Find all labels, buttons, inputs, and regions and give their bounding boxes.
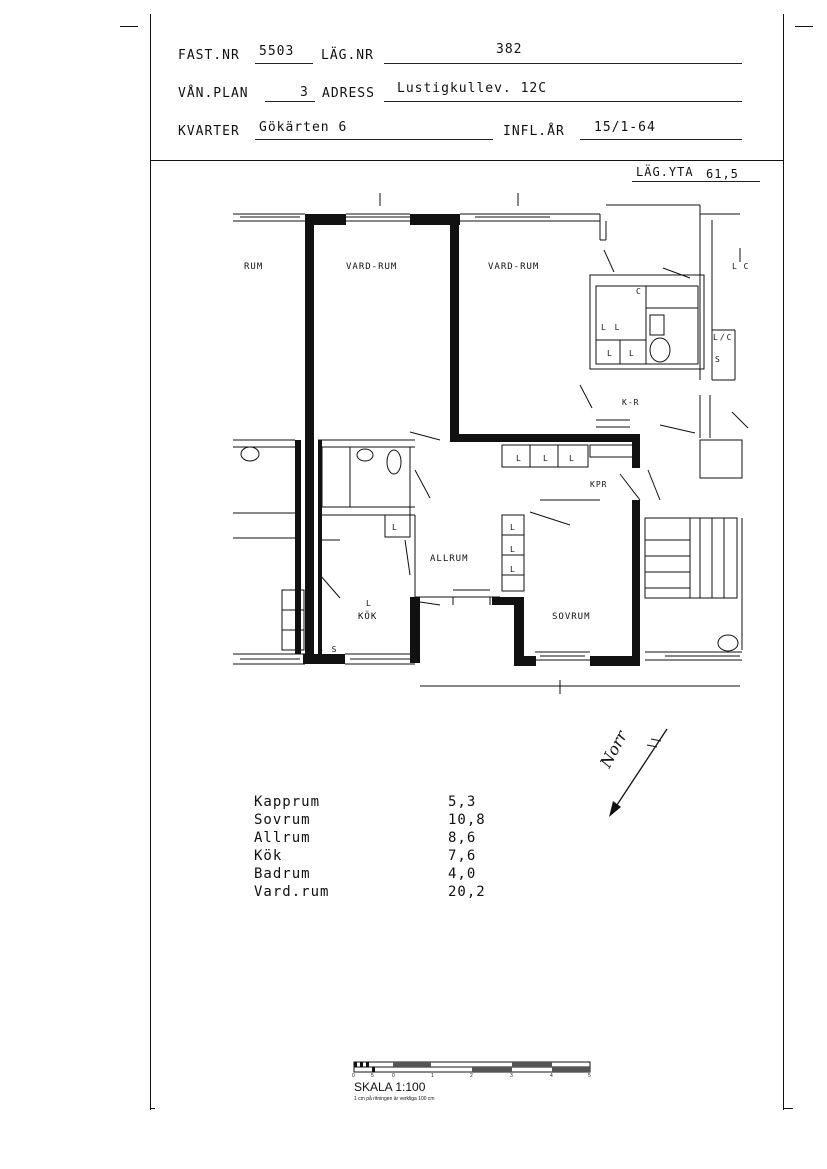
kvarter-underline — [255, 139, 493, 140]
scale-bar — [353, 1061, 591, 1073]
adress-value: Lustigkullev. 12C — [397, 81, 548, 96]
room-label-lc: L C — [732, 262, 750, 271]
kitchen-mark-2: L — [543, 454, 550, 463]
scale-tick-6: 4 — [550, 1073, 553, 1079]
infl-ar-underline — [580, 139, 742, 140]
kitchen-mark-1: L — [516, 454, 523, 463]
corner-mark-top-right — [795, 26, 813, 27]
scale-tick-0: 0 — [352, 1073, 355, 1079]
bath-mark-2: L — [629, 349, 636, 358]
kvarter-value: Gökärten 6 — [259, 120, 348, 135]
sovrum-closet-1: L — [510, 523, 517, 532]
room-label-vardrum-1: VARD-RUM — [346, 262, 398, 272]
infl-ar-value: 15/1-64 — [594, 120, 656, 135]
area-name-sovrum: Sovrum — [254, 812, 311, 828]
scale-tick-2: 0 — [392, 1073, 395, 1079]
area-value-vardrum: 20,2 — [448, 884, 486, 900]
scale-tick-3: 1 — [431, 1073, 434, 1079]
area-name-kapprum: Kapprum — [254, 794, 321, 810]
room-label-sovrum: SOVRUM — [552, 612, 591, 622]
scale-note: 1 cm på ritningen är verkliga 100 cm — [354, 1096, 435, 1102]
area-value-sovrum: 10,8 — [448, 812, 486, 828]
room-label-rum: RUM — [244, 262, 264, 272]
area-name-allrum: Allrum — [254, 830, 311, 846]
area-name-badrum: Badrum — [254, 866, 311, 882]
adress-label: ADRESS — [322, 86, 375, 101]
kitchen-mark-3: L — [569, 454, 576, 463]
corner-mark-bottom-left — [150, 1108, 155, 1109]
frame-header-divider — [150, 160, 784, 161]
van-plan-label: VÅN.PLAN — [178, 86, 249, 101]
lag-nr-label: LÄG.NR — [321, 48, 374, 63]
lag-nr-underline — [384, 63, 742, 64]
closet-mark-1: L/C — [713, 333, 733, 342]
area-value-badrum: 4,0 — [448, 866, 477, 882]
area-value-allrum: 8,6 — [448, 830, 477, 846]
fast-nr-label: FAST.NR — [178, 48, 240, 63]
area-name-kok: Kök — [254, 848, 283, 864]
frame-right-line — [783, 14, 784, 1110]
kok-mark: S S — [318, 645, 338, 654]
scale-tick-5: 3 — [510, 1073, 513, 1079]
closet-mark-2: S — [715, 355, 722, 364]
area-value-kapprum: 5,3 — [448, 794, 477, 810]
north-arrow — [609, 728, 668, 817]
scale-title: SKALA 1:100 — [354, 1080, 426, 1094]
scale-tick-7: 5 — [588, 1073, 591, 1079]
room-label-ko: K-R — [622, 398, 640, 407]
sovrum-closet-3: L — [510, 565, 517, 574]
fast-nr-underline — [255, 63, 313, 64]
lag-yta-underline — [632, 181, 760, 182]
kok-mark-2: L — [366, 599, 373, 608]
kvarter-label: KVARTER — [178, 124, 240, 139]
bath-sink-mark: L L — [601, 323, 621, 332]
scale-tick-4: 2 — [470, 1073, 473, 1079]
fast-nr-value: 5503 — [259, 44, 295, 59]
van-plan-value: 3 — [300, 85, 309, 100]
bath-mark-3: C — [636, 287, 643, 296]
bath-mark-1: L — [607, 349, 614, 358]
room-label-vardrum-2: VARD-RUM — [488, 262, 540, 272]
sovrum-closet-2: L — [510, 545, 517, 554]
van-plan-underline — [265, 101, 315, 102]
corner-mark-top-left — [120, 26, 138, 27]
lag-yta-value: 61,5 — [706, 167, 739, 181]
adress-underline — [384, 101, 742, 102]
infl-ar-label: INFL.ÅR — [503, 124, 565, 139]
room-label-kok: KÖK — [358, 612, 378, 622]
lag-yta-label: LÄG.YTA — [636, 165, 694, 179]
frame-left-line — [150, 14, 151, 1110]
area-name-vardrum: Vard.rum — [254, 884, 330, 900]
corner-mark-bottom-right — [783, 1108, 793, 1109]
room-label-kpr: KPR — [590, 480, 608, 489]
allrum-mark: L — [392, 523, 399, 532]
room-label-allrum: ALLRUM — [430, 554, 469, 564]
scale-tick-1: 5 — [371, 1073, 374, 1079]
area-value-kok: 7,6 — [448, 848, 477, 864]
lag-nr-value: 382 — [496, 42, 523, 57]
